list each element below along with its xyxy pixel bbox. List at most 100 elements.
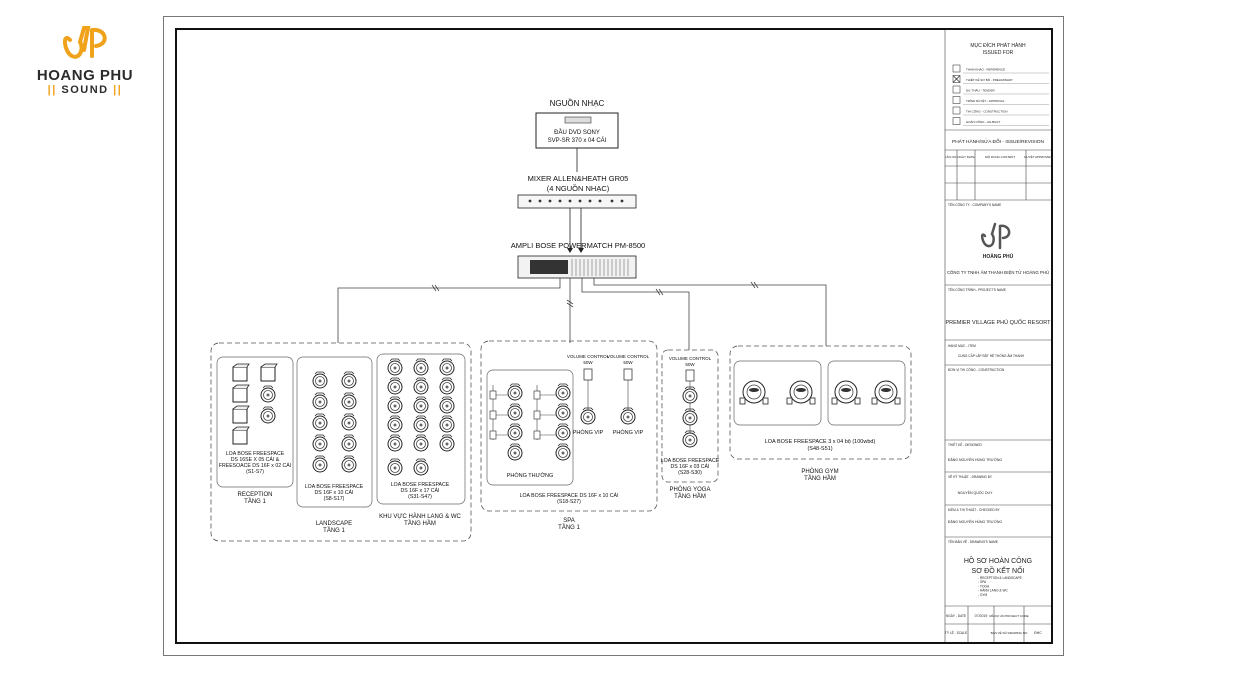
drawn-name: NGUYỄN QUỐC DUY [958, 490, 993, 495]
dvd-player-icon [564, 116, 592, 124]
landscape-caption3: (S8-S17) [324, 496, 345, 502]
reception-name1: RECEPTION [237, 492, 272, 498]
rev-header-approved: DUYỆT APPROVED [1024, 154, 1052, 159]
spa-caption1: LOA BOSE FREESPACE DS 16F x 10 CÁI [520, 492, 619, 499]
zone-hallway [376, 353, 466, 505]
spa-name2: TẦNG 1 [558, 524, 580, 531]
gym-speakers [739, 380, 901, 405]
spa-vc2a: VOLUME CONTROL [607, 354, 650, 359]
landscape-speakers [312, 371, 357, 473]
company-logo-text: HOÀNG PHÚ [983, 253, 1014, 260]
spa-name1: SPA [563, 518, 575, 524]
drawing-item: - HÀNH LANG & WC [978, 589, 1008, 593]
date-label: NGÀY - DATE [946, 614, 966, 618]
issued-checkbox [952, 64, 961, 73]
mixer-device [517, 194, 637, 209]
project-name: PREMIER VILLAGE PHÚ QUỐC RESORT [945, 319, 1051, 326]
sheet-outer-frame [163, 16, 1064, 656]
gym-name1: PHÒNG GYM [801, 468, 838, 475]
reception-speakers [232, 363, 278, 445]
company-label: TÊN CÔNG TY - COMPANY'S NAME [948, 202, 1001, 207]
landscape-name2: TẦNG 1 [323, 527, 345, 534]
company-name: CÔNG TY TNHH ÂM THANH ĐIỆN TỬ HOÀNG PHÚ [947, 270, 1049, 275]
spa-vc2b: 50W [623, 360, 633, 365]
issued-checkbox [952, 85, 961, 94]
spa-room-label: PHÒNG THƯỜNG [507, 472, 554, 479]
date-value: 07/2019 [975, 614, 988, 618]
issued-option-label: TRÌNH DUYỆT - APPROVAL [966, 98, 1005, 103]
spa-vc1b: 50W [583, 360, 593, 365]
spa-standard-room [486, 369, 574, 486]
sources-title: NGUỒN NHẠC [550, 98, 605, 108]
dvd-line1: ĐẦU DVD SONY [554, 129, 600, 136]
gym-name2: TẦNG HẦM [804, 475, 836, 482]
issued-option-label: HOÀN CÔNG - AS-BUILT [966, 119, 1000, 124]
hallway-name2: TẦNG HẦM [404, 520, 436, 527]
sheet-inner-frame [175, 28, 1053, 644]
issued-checkbox [952, 117, 961, 125]
mixer-knobs-icon [528, 199, 624, 203]
spa-volume-control-1 [583, 368, 593, 381]
issued-option-row: THI CÔNG - CONSTRUCTION [952, 106, 1049, 116]
reception-caption1: LOA BOSE FREESPACE [226, 451, 285, 457]
yoga-caption1: LOA BOSE FREESPACE [661, 458, 720, 464]
project-code-label: MÃ DỰ ÁN PROJECT CODE [989, 613, 1028, 618]
yoga-name1: PHÒNG YOGA [670, 486, 711, 493]
drawn-label: VẼ KỸ THUẬT - DRAWING BY [948, 474, 993, 479]
scale-label: TỶ LỆ - SCALE [945, 630, 967, 635]
project-label: TÊN CÔNG TRÌNH - PROJECT'S NAME [948, 287, 1006, 292]
dvd-line2: SVP-SR 370 x 04 CÁI [548, 137, 607, 144]
issued-checkbox [952, 106, 961, 115]
rev-header-date: NGÀY DATE [957, 155, 974, 159]
issued-option-label: THAM KHẢO - REFERENCE [966, 67, 1005, 72]
title-block [944, 30, 1051, 642]
amp-label: AMPLI BOSE POWERMATCH PM-8500 [511, 241, 645, 250]
yoga-caption2: DS 16F x 03 CÁI [671, 463, 710, 470]
yoga-vc1: VOLUME CONTROL [669, 356, 712, 361]
yoga-caption3: (S28-S30) [678, 470, 702, 476]
issued-option-row: HOÀN CÔNG - AS-BUILT [952, 117, 1049, 126]
drawing-item: - YOGA [978, 584, 990, 588]
item-value: CUNG CẤP LẮP ĐẶT HỆ THỐNG ÂM THANH [958, 353, 1025, 358]
zone-yoga [661, 349, 719, 483]
drawing-no-value: ĐHC [1034, 631, 1042, 635]
issued-option-row: TRÌNH DUYỆT - APPROVAL [952, 96, 1049, 105]
spa-standard-speaker-icons [489, 383, 571, 461]
drawing-item: - RECEPTION & LANDSCAPE [978, 576, 1022, 580]
landscape-name1: LANDSCAPE [316, 521, 352, 527]
rev-header-content: NỘI DUNG CONTENT [985, 154, 1016, 159]
issued-option-row: THAM KHẢO - REFERENCE [952, 64, 1049, 74]
gym-caption1: LOA BOSE FREESPACE 3 x 04 bộ (100wbd) [765, 439, 876, 445]
issued-title1: MỤC ĐÍCH PHÁT HÀNH [970, 42, 1026, 49]
drawing-item: - SPA [978, 580, 987, 584]
reception-caption3: FREESOACE DS 16F x 02 CÁI [219, 462, 291, 469]
issued-checkbox [952, 96, 961, 104]
zone-spa [480, 340, 658, 512]
checkmark-x-icon [952, 75, 961, 83]
drawing-no-label: BẢN VẼ SỐ DRAWING NO [991, 630, 1028, 635]
logo-sub-text: || SOUND || [47, 84, 123, 96]
gym-caption2: (S48-S51) [807, 446, 832, 452]
issued-title2: ISSUED FOR [983, 50, 1014, 56]
drawing-item: - GYM [978, 593, 988, 597]
spa-vip2: PHÒNG VIP [613, 429, 644, 436]
checked-name: ĐẶNG NGUYÊN HÙNG TRƯỜNG [948, 519, 1002, 524]
drawing-title2: SƠ ĐỒ KẾT NỐI [972, 565, 1025, 575]
issued-options-list: THAM KHẢO - REFERENCE THIẾT KẾ SƠ BỘ - PR… [952, 64, 1049, 126]
mixer-line1: MIXER ALLEN&HEATH GR05 [528, 174, 629, 183]
mixer-line2: (4 NGUỒN NHẠC) [547, 183, 610, 193]
hallway-speakers [387, 358, 455, 476]
zone-gym [729, 345, 912, 460]
issued-option-label: THIẾT KẾ SƠ BỘ - PRELIMINARY [966, 77, 1013, 82]
spa-caption2: (S18-S27) [557, 499, 581, 505]
reception-caption4: (S1-S7) [246, 469, 264, 475]
revision-title: PHÁT HÀNH/SỬA ĐỔI - ISSUE/REVISION [952, 138, 1045, 145]
zone-group-lower-floor [210, 342, 472, 542]
reception-name2: TẦNG 1 [244, 498, 266, 505]
drawing-label: TÊN BẢN VẼ - DRAWING'S NAME [948, 539, 998, 544]
yoga-vc2: 50W [685, 362, 695, 367]
spa-standard-speakers [492, 385, 563, 440]
checked-label: KIỂM & THỊ THUẬT - CHECKED BY [948, 507, 1001, 512]
issued-option-label: THI CÔNG - CONSTRUCTION [966, 109, 1008, 114]
